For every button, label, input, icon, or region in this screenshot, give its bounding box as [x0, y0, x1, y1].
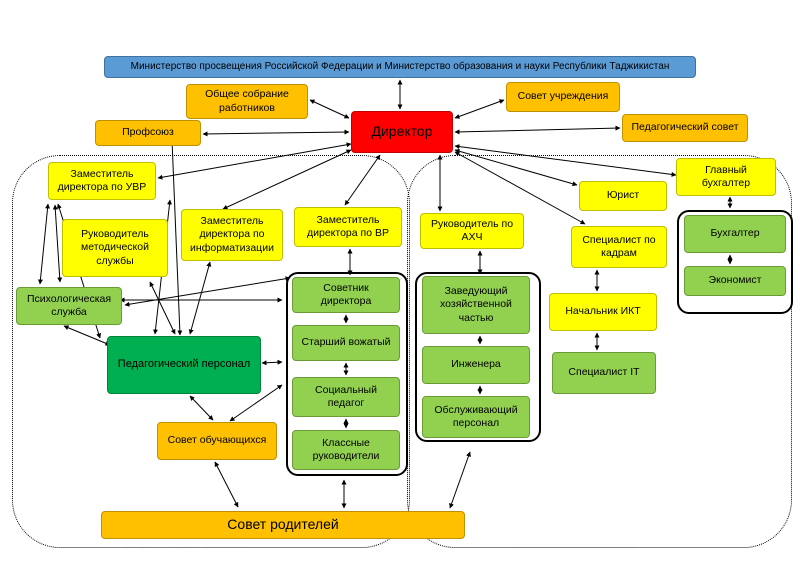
engineers-box: Инженера	[422, 346, 530, 384]
head-methodical-box: Руководитель методической службы	[62, 219, 168, 277]
service-staff-box: Обслуживающий персонал	[422, 396, 530, 438]
connector-arrow	[169, 139, 183, 336]
left-region-outline	[12, 155, 410, 548]
institution-council-box: Совет учреждения	[506, 82, 620, 112]
psych-service-box: Психологическая служба	[16, 287, 122, 325]
deputy-informatization-box: Заместитель директора по информатизации	[181, 209, 283, 261]
connector-arrow	[454, 125, 621, 135]
it-specialist-box: Специалист IT	[552, 352, 656, 394]
connector-arrow	[454, 99, 505, 119]
director-box: Директор	[351, 111, 453, 153]
chief-accountant-box: Главный бухгалтер	[676, 158, 776, 196]
connector-arrow	[309, 99, 350, 119]
general-meeting-box: Общее собрание работников	[186, 84, 308, 119]
ahch-staff-group	[415, 272, 541, 442]
connector-arrow	[454, 144, 677, 177]
advisor-director-box: Советник директора	[292, 277, 400, 313]
trade-union-box: Профсоюз	[95, 120, 201, 146]
economist-box: Экономист	[684, 266, 786, 296]
social-pedagogue-box: Социальный педагог	[292, 377, 400, 417]
student-council-box: Совет обучающихся	[157, 422, 277, 460]
senior-counselor-box: Старший вожатый	[292, 325, 400, 361]
accountant-box: Бухгалтер	[684, 215, 786, 253]
vr-staff-group	[286, 272, 408, 476]
connector-arrow	[449, 451, 471, 509]
pedagogical-council-box: Педагогический совет	[622, 114, 748, 142]
connector-arrow	[202, 129, 350, 137]
head-ahch-box: Руководитель по АХЧ	[420, 213, 524, 249]
connector-arrow	[229, 384, 283, 422]
lawyer-box: Юрист	[579, 181, 667, 211]
connector-arrow	[214, 461, 239, 508]
connector-arrow	[37, 203, 51, 285]
household-manager-box: Заведующий хозяйственной частью	[422, 276, 530, 334]
connector-arrow	[63, 325, 111, 346]
hr-specialist-box: Специалист по кадрам	[571, 226, 667, 268]
class-teachers-box: Классные руководители	[292, 430, 400, 470]
accounting-group	[677, 210, 793, 314]
connector-arrow	[189, 395, 214, 421]
deputy-uvr-box: Заместитель директора по УВР	[48, 162, 156, 200]
connector-arrow	[52, 204, 63, 283]
pedagogical-staff-box: Педагогический персонал	[107, 336, 261, 394]
parents-council-box: Совет родителей	[101, 511, 465, 539]
deputy-vr-box: Заместитель директора по ВР	[294, 207, 402, 247]
connector-arrow	[222, 149, 352, 210]
head-ict-box: Начальник ИКТ	[549, 293, 657, 331]
ministry-box: Министерство просвещения Российской Феде…	[104, 56, 696, 78]
connector-arrow	[261, 359, 283, 366]
